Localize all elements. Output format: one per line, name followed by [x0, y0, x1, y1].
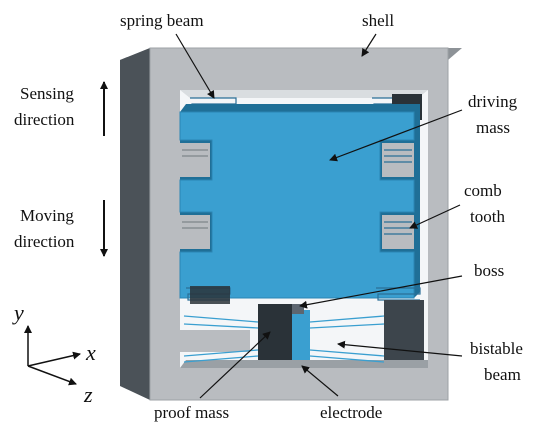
x-axis-line — [27, 351, 81, 367]
label-spring-beam: spring beam — [120, 11, 204, 30]
label-driving-line2: mass — [476, 118, 510, 137]
axis-label-y: y — [12, 300, 24, 325]
z-axis-line — [27, 365, 77, 386]
leader-comb-tooth — [409, 204, 461, 229]
label-electrode: electrode — [320, 403, 382, 422]
label-driving-line1: driving — [468, 92, 518, 111]
driving-mass — [179, 104, 420, 299]
coordinate-axes — [24, 325, 81, 386]
leader-shell — [361, 33, 377, 57]
label-comb-line1: comb — [464, 181, 502, 200]
label-moving-line1: Moving — [20, 206, 74, 225]
boss-block — [292, 304, 304, 314]
driving-mass-body — [179, 111, 415, 299]
right-dark-anchor — [384, 300, 424, 360]
label-comb-line2: tooth — [470, 207, 505, 226]
comb-teeth-left — [180, 143, 210, 249]
comb-teeth-right — [382, 143, 414, 249]
leader-bistable-beam — [337, 340, 463, 357]
bottom-left-block — [180, 330, 250, 352]
leader-boss — [299, 275, 463, 309]
axis-label-x: x — [85, 340, 96, 365]
electrode-bar — [292, 310, 310, 360]
cavity-bottom-shadow — [180, 360, 428, 368]
label-moving-line2: direction — [14, 232, 75, 251]
cavity-top-shadow — [180, 90, 428, 98]
shell-left-side-face — [120, 48, 150, 400]
label-sensing-line1: Sensing — [20, 84, 74, 103]
label-bistable-line2: beam — [484, 365, 521, 384]
label-proof-mass: proof mass — [154, 403, 229, 422]
proof-mass — [258, 304, 292, 360]
leader-driving-mass — [329, 109, 463, 162]
label-boss: boss — [474, 261, 504, 280]
bistable-beams — [183, 315, 385, 363]
leader-spring-beam — [175, 33, 215, 99]
anchor-bottom-left — [190, 286, 230, 304]
leader-electrode — [301, 365, 339, 397]
label-sensing-line2: direction — [14, 110, 75, 129]
leader-proof-mass — [199, 331, 271, 399]
label-shell: shell — [362, 11, 394, 30]
label-bistable-line1: bistable — [470, 339, 523, 358]
axis-label-z: z — [83, 382, 93, 407]
